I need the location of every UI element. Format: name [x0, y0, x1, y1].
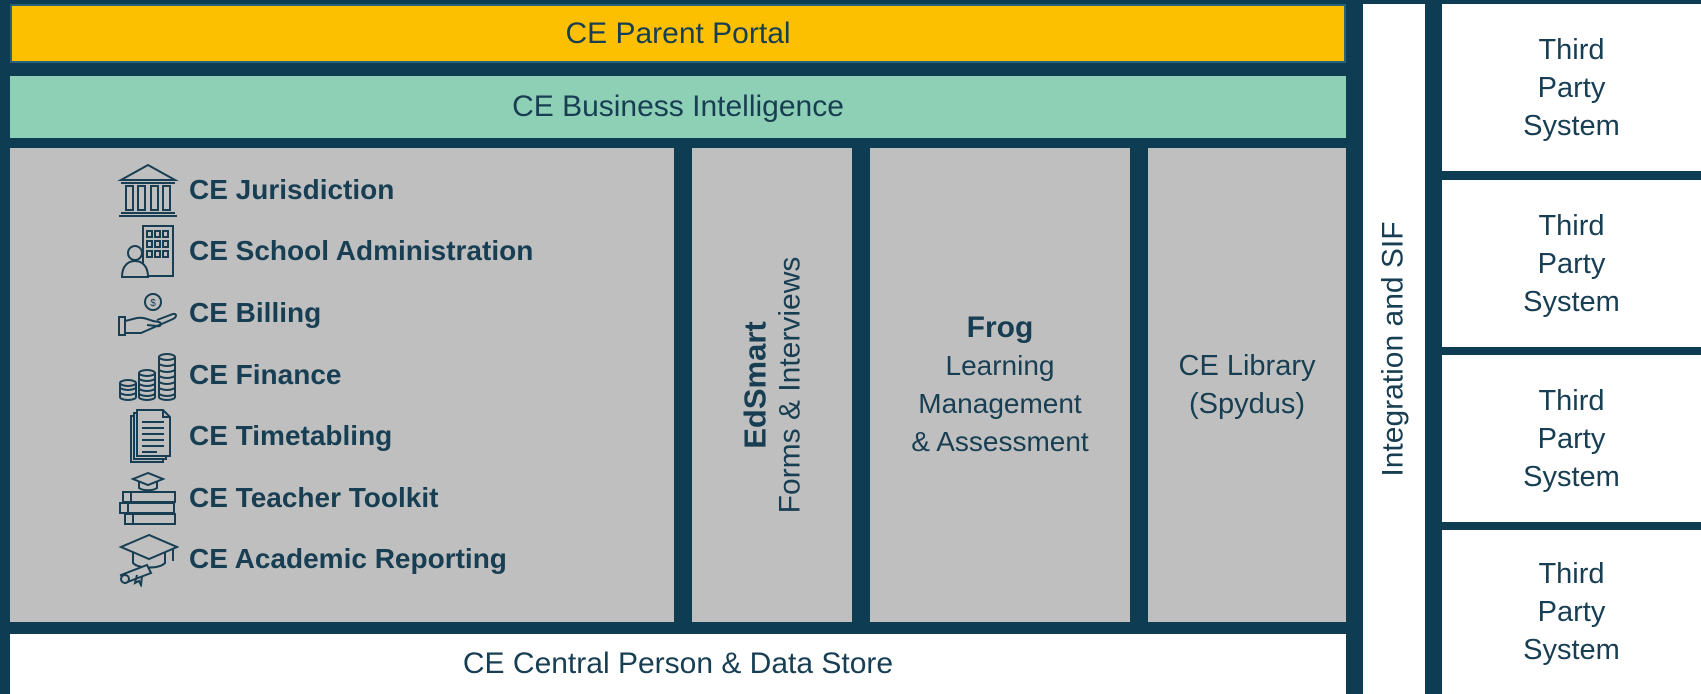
third-party-line-3: System: [1523, 285, 1620, 318]
business-intelligence-box: CE Business Intelligence: [10, 76, 1346, 138]
business-intelligence-label: CE Business Intelligence: [512, 90, 844, 123]
graduation-cap-diploma-icon: [115, 531, 181, 587]
central-data-store-box: CE Central Person & Data Store: [10, 634, 1346, 694]
svg-text:$: $: [150, 298, 156, 309]
integration-sif-label: Integration and SIF: [1377, 221, 1411, 477]
coin-stacks-icon: [115, 347, 181, 403]
module-academic-reporting: CE Academic Reporting: [115, 531, 507, 587]
third-party-line-1: Third: [1538, 209, 1605, 242]
third-party-line-2: Party: [1537, 71, 1606, 104]
books-graduation-icon: [115, 470, 181, 526]
third-party-system-1: Third Party System: [1442, 4, 1701, 171]
module-label: CE Finance: [189, 359, 342, 390]
third-party-system-2: Third Party System: [1442, 180, 1701, 347]
frog-box: Frog Learning Management & Assessment: [870, 148, 1130, 622]
edsmart-subtitle: Forms & Interviews: [773, 256, 806, 514]
frog-title: Frog: [966, 311, 1034, 344]
module-billing: $ CE Billing: [115, 285, 321, 341]
library-line-1: CE Library: [1178, 350, 1316, 382]
third-party-system-4: Third Party System: [1442, 530, 1701, 694]
third-party-line-1: Third: [1538, 384, 1605, 417]
central-data-store-label: CE Central Person & Data Store: [462, 647, 894, 680]
third-party-line-3: System: [1523, 460, 1620, 493]
module-label: CE Billing: [189, 297, 322, 328]
billing-hand-icon: $: [115, 285, 181, 341]
module-finance: CE Finance: [115, 347, 341, 403]
third-party-line-2: Party: [1537, 596, 1606, 628]
library-box: CE Library (Spydus): [1148, 148, 1346, 622]
module-label: CE School Administration: [189, 235, 534, 266]
module-school-administration: CE School Administration: [115, 223, 533, 279]
integration-sif-box: Integration and SIF: [1363, 4, 1425, 694]
third-party-line-2: Party: [1537, 422, 1606, 455]
frog-line-2: Management: [918, 388, 1082, 419]
third-party-system-3: Third Party System: [1442, 355, 1701, 522]
module-jurisdiction: CE Jurisdiction: [115, 162, 394, 218]
frog-line-1: Learning: [945, 350, 1055, 381]
module-label: CE Teacher Toolkit: [189, 482, 439, 513]
edsmart-title: EdSmart: [737, 321, 772, 449]
school-admin-icon: [115, 223, 181, 279]
third-party-line-3: System: [1523, 634, 1620, 666]
ce-modules-panel: CE Jurisdiction CE School Administration…: [10, 148, 674, 622]
third-party-line-3: System: [1523, 109, 1620, 142]
module-teacher-toolkit: CE Teacher Toolkit: [115, 470, 438, 526]
edsmart-text: EdSmart Forms & Interviews: [737, 257, 807, 514]
module-label: CE Jurisdiction: [189, 174, 395, 205]
edsmart-box: EdSmart Forms & Interviews: [692, 148, 852, 622]
third-party-line-2: Party: [1537, 247, 1606, 280]
module-label: CE Timetabling: [189, 420, 393, 451]
parent-portal-label: CE Parent Portal: [565, 16, 791, 50]
documents-icon: [115, 408, 181, 464]
government-building-icon: [115, 162, 181, 218]
library-line-2: (Spydus): [1188, 388, 1306, 420]
third-party-line-1: Third: [1538, 33, 1605, 66]
module-label: CE Academic Reporting: [189, 543, 507, 574]
module-timetabling: CE Timetabling: [115, 408, 392, 464]
parent-portal-box: CE Parent Portal: [10, 4, 1346, 63]
third-party-line-1: Third: [1538, 558, 1605, 590]
frog-line-3: & Assessment: [911, 426, 1089, 457]
